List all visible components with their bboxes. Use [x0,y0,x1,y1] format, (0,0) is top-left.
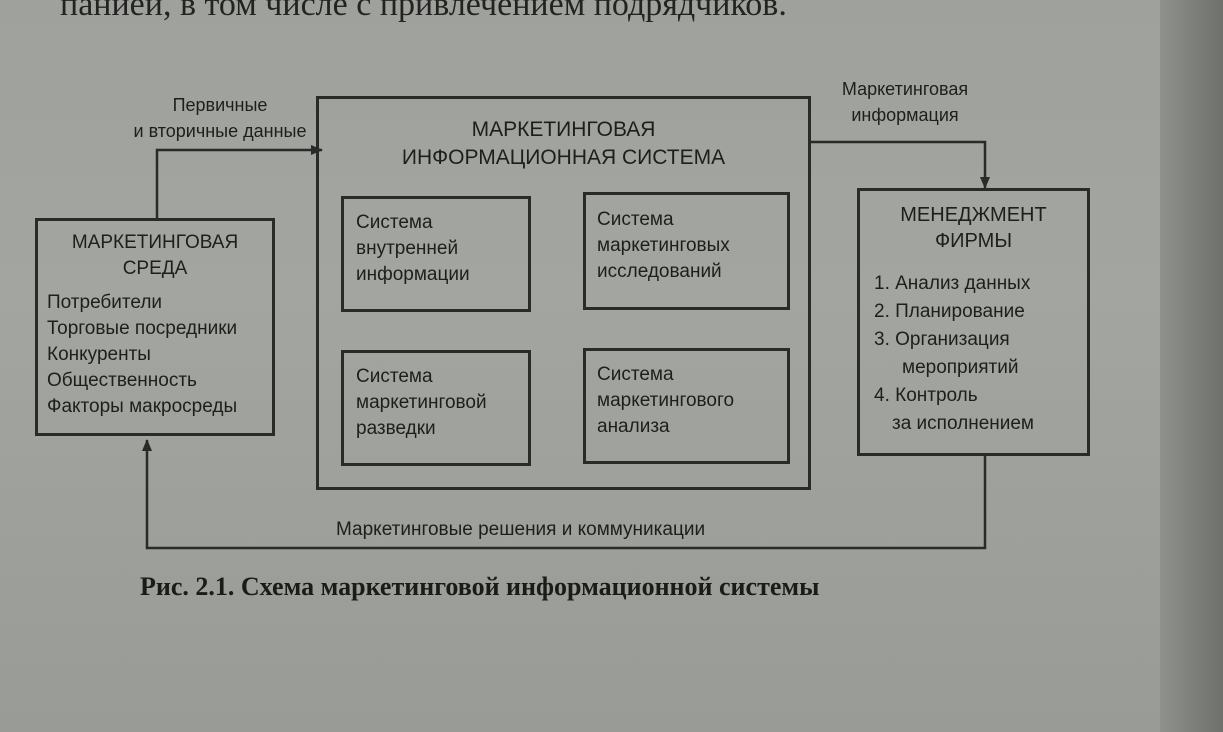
arrow-mis-to-mgmt [810,140,990,189]
flow-label-mis-to-mgmt: Маркетинговая информация [841,79,969,125]
management-item: 1. Анализ данных [874,273,1031,294]
management-box [857,188,1090,456]
arrow-mgmt-to-env [142,439,987,550]
subsystem-analysis-label: Система маркетингового анализа [597,364,735,437]
arrow-env-to-mis [155,145,323,218]
environment-items: Потребители Торговые посредники Конкурен… [47,290,237,420]
management-title: МЕНЕДЖМЕНТ ФИРМЫ [900,204,1047,252]
environment-item: Конкуренты [47,344,151,365]
environment-item: Потребители [47,292,163,313]
subsystem-internal-info [341,196,531,312]
top-text-line: панией, в том числе с привлечением подря… [60,0,787,23]
mis-title: МАРКЕТИНГОВАЯ ИНФОРМАЦИОННАЯ СИСТЕМА [401,118,726,169]
page-edge [1160,0,1223,732]
environment-item: Общественность [47,370,197,391]
subsystem-research-label: Система маркетинговых исследований [597,209,730,282]
mis-box [316,96,811,490]
environment-item: Торговые посредники [47,318,238,339]
management-item: 4. Контроль [874,385,978,406]
flow-label-env-to-mis: Первичные и вторичные данные [133,95,307,141]
environment-title: МАРКЕТИНГОВАЯ СРЕДА [71,232,239,279]
flow-label-mgmt-to-env: Маркетинговые решения и коммуникации [336,519,706,540]
subsystem-analysis [583,348,790,464]
management-item: мероприятий [902,357,1019,378]
management-item: 3. Организация [874,329,1010,350]
management-item: 2. Планирование [874,301,1025,322]
management-item: за исполнением [892,413,1034,434]
subsystem-intelligence-label: Система маркетинговой разведки [356,366,487,439]
book-page [0,0,1180,732]
subsystem-research [583,192,790,310]
figure-caption: Рис. 2.1. Схема маркетинговой информацио… [140,572,820,601]
subsystem-intelligence [341,350,531,466]
environment-item: Факторы макросреды [47,396,238,417]
subsystem-internal-info-label: Система внутренней информации [356,212,470,285]
management-items: 1. Анализ данных 2. Планирование 3. Орга… [874,270,1034,438]
environment-box [35,218,275,436]
